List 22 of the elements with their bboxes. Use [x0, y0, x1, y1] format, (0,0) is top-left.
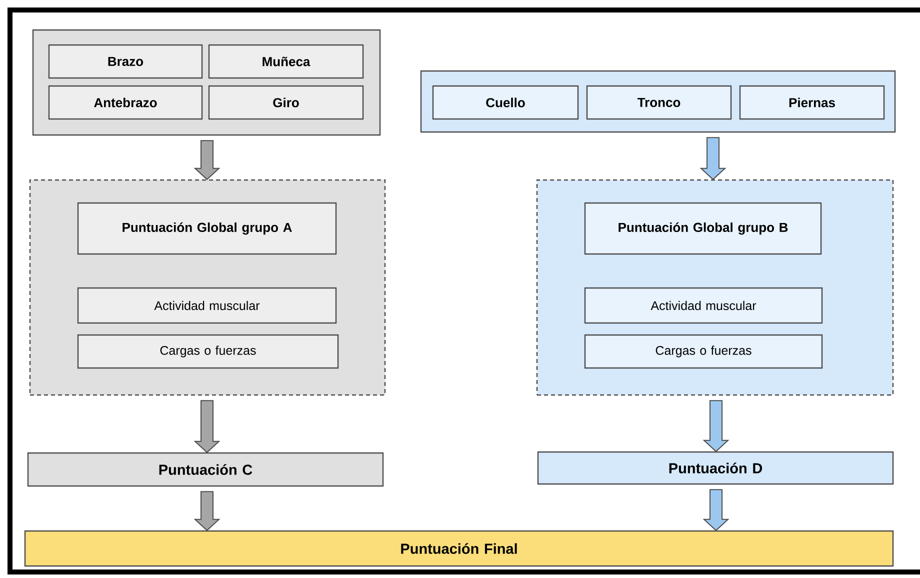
- block-arrow: [702, 400, 730, 452]
- body-part-box: Brazo: [48, 44, 203, 79]
- final-box: Puntuación Final: [24, 530, 894, 567]
- body-part-box: Antebrazo: [48, 85, 203, 120]
- body-part-box: Cuello: [432, 85, 579, 120]
- result-box: Puntuación D: [537, 451, 894, 485]
- body-part-box: Giro: [208, 85, 364, 120]
- factor-box: Cargas o fuerzas: [77, 334, 339, 369]
- factor-box: Cargas o fuerzas: [584, 334, 823, 369]
- score-box: Puntuación Global grupo B: [584, 202, 822, 255]
- score-box: Puntuación Global grupo A: [77, 202, 337, 255]
- block-arrow: [194, 491, 220, 532]
- result-box: Puntuación C: [27, 452, 384, 487]
- factor-box: Actividad muscular: [584, 287, 823, 324]
- factor-box: Actividad muscular: [77, 287, 337, 324]
- block-arrow: [700, 137, 726, 180]
- block-arrow: [702, 489, 730, 532]
- block-arrow: [194, 400, 220, 454]
- body-part-box: Piernas: [739, 85, 885, 120]
- body-part-box: Muñeca: [208, 44, 364, 79]
- block-arrow: [194, 140, 220, 180]
- body-part-box: Tronco: [586, 85, 732, 120]
